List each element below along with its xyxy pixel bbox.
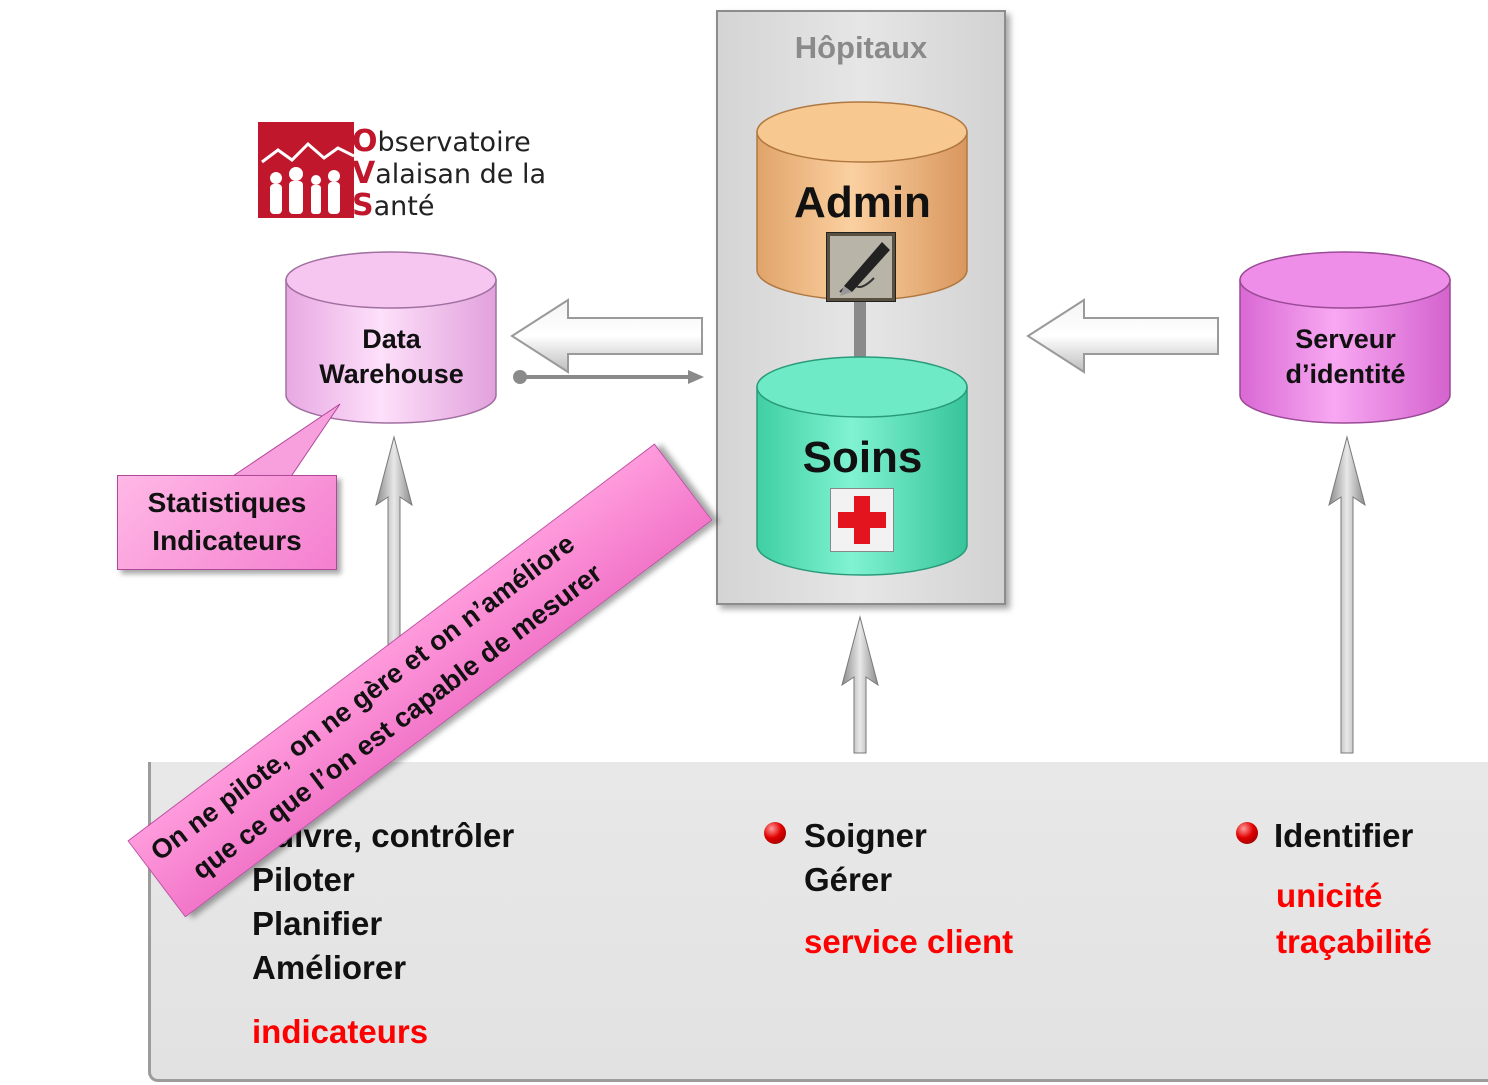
data-warehouse-label: Data Warehouse (319, 324, 464, 389)
callout-text: Statistiques Indicateurs (147, 487, 307, 556)
middle-column-highlight: service client (804, 923, 1014, 960)
identity-server-label: Serveur d’identité (1285, 324, 1406, 389)
red-ball-bullet-icon (764, 822, 786, 844)
arrow-identity-to-hospital (1026, 298, 1219, 374)
arrow-warehouse-to-hospital-thin (513, 370, 704, 384)
data-warehouse-database (285, 251, 497, 424)
admin-label: Admin (794, 178, 931, 227)
red-ball-bullet-icon (1236, 822, 1258, 844)
arrow-up-hospital (841, 615, 879, 754)
logo-text: Observatoire Valaisan de la Santé (352, 124, 546, 223)
callout-pointer (228, 403, 341, 479)
bottom-panel (148, 762, 1488, 1082)
arrow-hospital-to-warehouse (510, 298, 703, 374)
soins-label: Soins (802, 433, 923, 482)
left-column-items: Suivre, contrôler Piloter Planifier Amél… (252, 817, 515, 986)
middle-column-items: Soigner Gérer (804, 817, 927, 898)
pen-writing-icon (826, 232, 896, 302)
right-column-highlight-1: unicité (1276, 877, 1383, 914)
arrow-up-identity (1328, 435, 1366, 754)
right-column-items: Identifier (1274, 817, 1414, 854)
right-column-highlight-2: traçabilité (1276, 923, 1432, 960)
callout-box (117, 475, 337, 570)
red-cross-icon (830, 488, 894, 552)
soins-database (756, 356, 968, 576)
hospital-title: Hôpitaux (794, 30, 928, 65)
identity-server-database (1239, 251, 1451, 424)
left-column-highlight: indicateurs (252, 1013, 429, 1050)
admin-database (756, 101, 968, 301)
ovs-logo-mark (258, 122, 354, 218)
